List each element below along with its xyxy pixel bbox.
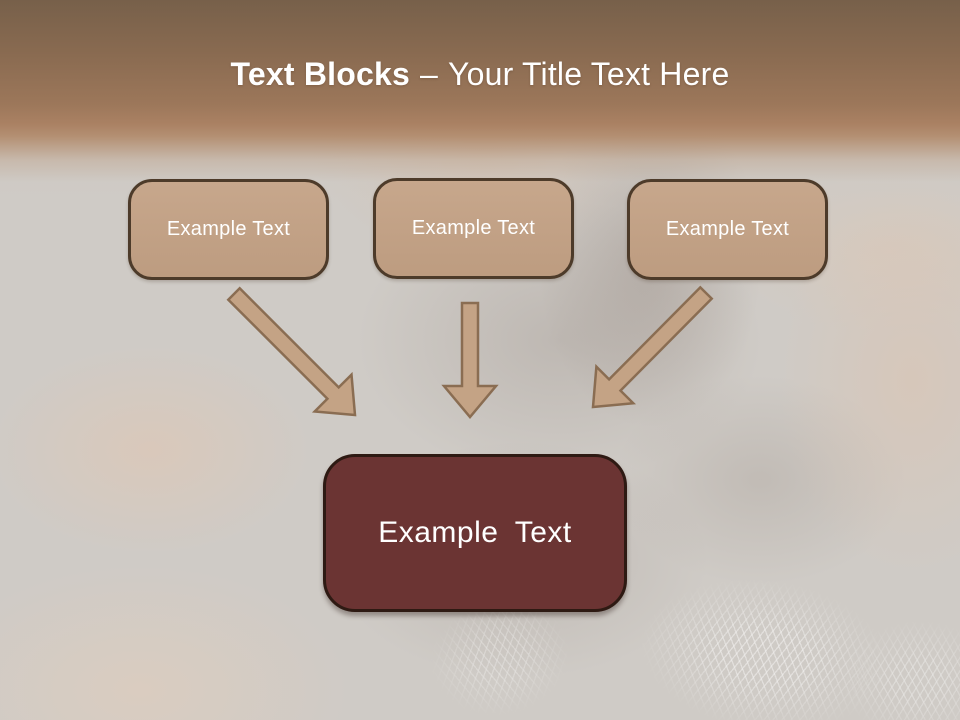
title-banner: [0, 0, 960, 200]
title-emphasis: Text Blocks: [230, 55, 410, 92]
connector-arrow-1[interactable]: [226, 286, 357, 417]
text-block-2[interactable]: Example Text: [373, 178, 574, 279]
text-block-3[interactable]: Example Text: [627, 179, 828, 280]
title-subtitle: Your Title Text Here: [447, 55, 730, 92]
connector-arrow-3[interactable]: [591, 285, 714, 409]
result-block[interactable]: Example Text: [323, 454, 627, 612]
text-block-label: Example Text: [166, 218, 291, 240]
connector-arrow-2[interactable]: [441, 301, 499, 419]
text-block-label: Example Text: [665, 218, 790, 240]
title-separator: –: [419, 55, 438, 92]
slide-title[interactable]: Text Blocks – Your Title Text Here: [0, 0, 960, 148]
text-block-1[interactable]: Example Text: [128, 179, 329, 280]
result-block-label: Example Text: [378, 516, 572, 549]
text-block-label: Example Text: [411, 217, 536, 239]
